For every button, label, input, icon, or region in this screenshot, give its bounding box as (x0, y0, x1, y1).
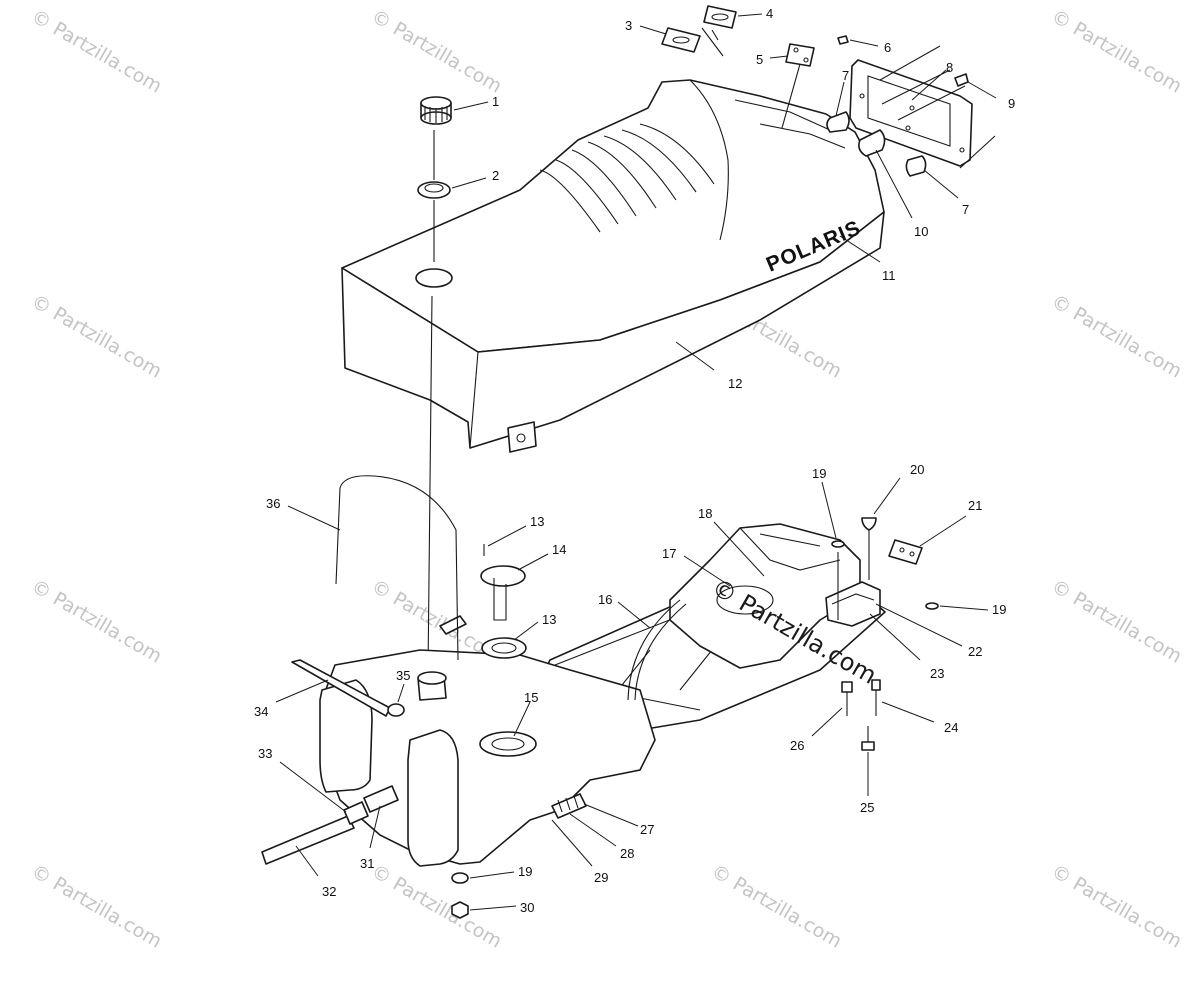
washer-19-right (925, 602, 939, 610)
seat-filler-hole (415, 268, 453, 288)
plate-4 (703, 5, 737, 29)
bolt-25 (861, 741, 875, 751)
callout-36: 36 (266, 496, 280, 511)
callout-8: 8 (946, 60, 953, 75)
watermark: © Partzilla.com (1048, 575, 1186, 667)
fuel-line-32 (261, 815, 355, 865)
callout-13-lower: 13 (542, 612, 556, 627)
callout-3: 3 (625, 18, 632, 33)
screw-6 (837, 35, 849, 45)
callout-17: 17 (662, 546, 676, 561)
watermark: © Partzilla.com (368, 860, 506, 952)
watermark: © Partzilla.com (28, 575, 166, 667)
bolt-24 (871, 679, 881, 691)
callout-34: 34 (254, 704, 268, 719)
callout-25: 25 (860, 800, 874, 815)
callout-18: 18 (698, 506, 712, 521)
nut-30 (451, 901, 469, 919)
callout-23: 23 (930, 666, 944, 681)
seat-side (341, 211, 885, 449)
callout-11: 11 (882, 268, 896, 283)
assembly-line (427, 130, 435, 673)
watermark: © Partzilla.com (708, 860, 846, 952)
tank-side-panel-left (319, 679, 373, 793)
callout-9: 9 (1008, 96, 1015, 111)
tank-side-panel-right (407, 729, 459, 867)
fuel-line-16 (627, 599, 681, 701)
watermark: © Partzilla.com (368, 5, 506, 97)
callout-19-right: 19 (992, 602, 1006, 617)
callout-16: 16 (598, 592, 612, 607)
callouts: 1 2 3 4 5 6 7 8 9 10 7 11 12 (254, 6, 1015, 915)
washer-19-upper (831, 540, 845, 548)
seat-mount-tab (507, 421, 537, 453)
filler-gasket (417, 181, 451, 199)
callout-5: 5 (756, 52, 763, 67)
vent-hose-36 (335, 475, 459, 661)
callout-22: 22 (968, 644, 982, 659)
washer-19-lower (451, 872, 469, 884)
watermark: © Partzilla.com (28, 5, 166, 97)
callout-7-upper: 7 (842, 68, 849, 83)
plates-group (661, 5, 849, 129)
callout-6: 6 (884, 40, 891, 55)
plate-5 (785, 43, 815, 67)
callout-10: 10 (914, 224, 928, 239)
callout-4: 4 (766, 6, 773, 21)
bulb-7-upper (826, 111, 850, 133)
fuel-tank-assembly (261, 475, 939, 919)
watermark: © Partzilla.com (1048, 860, 1186, 952)
bulb-10 (858, 129, 886, 157)
callout-14: 14 (552, 542, 566, 557)
seat-assembly: POLARIS (341, 79, 885, 453)
bolt-26 (841, 681, 853, 693)
callout-28: 28 (620, 846, 634, 861)
callout-20: 20 (910, 462, 924, 477)
callout-35: 35 (396, 668, 410, 683)
watermark: © Partzilla.com (28, 290, 166, 382)
fitting-31 (363, 785, 399, 813)
callout-21: 21 (968, 498, 982, 513)
callout-31: 31 (360, 856, 374, 871)
clamp-33 (343, 801, 369, 825)
callout-15: 15 (524, 690, 538, 705)
callout-1: 1 (492, 94, 499, 109)
bulb-7-lower (905, 155, 927, 177)
callout-30: 30 (520, 900, 534, 915)
watermark: © Partzilla.com (1048, 5, 1186, 97)
callout-12: 12 (728, 376, 742, 391)
callout-29: 29 (594, 870, 608, 885)
gasket-13 (481, 637, 527, 659)
float (439, 615, 467, 635)
callout-19-lower: 19 (518, 864, 532, 879)
screw-9 (954, 73, 969, 87)
taillight-assembly (826, 45, 996, 177)
plate-21 (888, 539, 923, 565)
callout-26: 26 (790, 738, 804, 753)
rivet-20 (861, 517, 877, 531)
fitting-35 (387, 703, 405, 717)
callout-32: 32 (322, 884, 336, 899)
callout-2: 2 (492, 168, 499, 183)
callout-19-upper: 19 (812, 466, 826, 481)
callout-7-lower: 7 (962, 202, 969, 217)
callout-24: 24 (944, 720, 958, 735)
watermark: © Partzilla.com (28, 860, 166, 952)
fuel-cap (420, 96, 452, 125)
callout-13-top: 13 (530, 514, 544, 529)
plate-3 (661, 27, 701, 53)
tank-body (321, 649, 656, 865)
gauge-ring-15 (479, 731, 537, 757)
callout-27: 27 (640, 822, 654, 837)
callout-33: 33 (258, 746, 272, 761)
bracket-22 (825, 581, 881, 627)
sender-plate-14 (480, 565, 526, 587)
watermark: © Partzilla.com (1048, 290, 1186, 382)
